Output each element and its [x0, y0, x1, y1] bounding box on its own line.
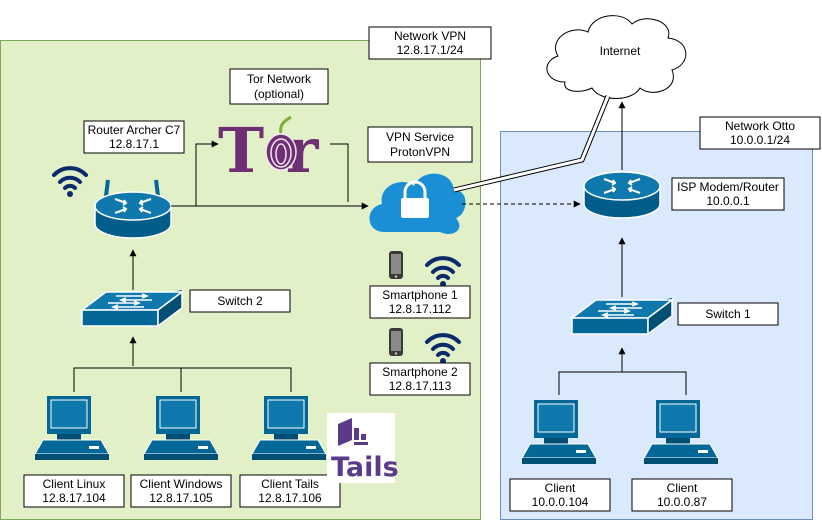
tails-icon: [338, 418, 368, 446]
client-tails-ip: 12.8.17.106: [258, 491, 322, 505]
client-otto-1-label: Client 10.0.0.104: [509, 478, 611, 512]
smartphone-2-name: Smartphone 2: [382, 365, 458, 379]
internet-label: Internet: [600, 44, 641, 58]
switch-2-label-box: Switch 2: [189, 289, 291, 313]
client-windows-label: Client Windows 12.8.17.105: [130, 474, 232, 508]
tails-logo-text: Tails: [331, 452, 399, 483]
vpn-service-label: VPN Service ProtonVPN: [367, 126, 473, 163]
tor-note: (optional): [254, 87, 304, 101]
otto-network-subnet: 10.0.0.1/24: [730, 133, 790, 147]
client-otto-1-name: Client: [545, 481, 576, 495]
vpn-tunnel-link: [453, 95, 611, 193]
vpn-service-line1: VPN Service: [386, 130, 454, 144]
client-otto-2-ip: 10.0.0.87: [657, 495, 707, 509]
client-linux-label: Client Linux 12.8.17.104: [23, 474, 125, 508]
client-otto-2-label: Client 10.0.0.87: [631, 478, 733, 512]
smartphone-2-label: Smartphone 2 12.8.17.113: [369, 362, 471, 396]
lock-icon: [401, 180, 429, 218]
client-otto-1-ip: 10.0.0.104: [532, 495, 589, 509]
otto-network-title: Network Otto: [725, 119, 795, 133]
router-archer-name: Router Archer C7: [88, 123, 181, 137]
internet-cloud-icon: Internet: [546, 15, 687, 99]
client-linux-ip: 12.8.17.104: [42, 491, 106, 505]
smartphone-1-label: Smartphone 1 12.8.17.112: [369, 285, 471, 319]
smartphone-1-icon: [389, 251, 403, 279]
client-tails-label: Client Tails 12.8.17.106: [239, 474, 341, 508]
isp-router-name: ISP Modem/Router: [677, 180, 779, 194]
client-windows-name: Client Windows: [140, 477, 223, 491]
smartphone-1-ip: 12.8.17.112: [389, 302, 452, 316]
vpn-service-line2: ProtonVPN: [390, 145, 450, 159]
vpn-network-subnet: 12.8.17.1/24: [397, 43, 464, 57]
vpn-network-label: Network VPN 12.8.17.1/24: [368, 26, 492, 60]
vpn-cloud-icon: [369, 173, 466, 235]
vpn-network-title: Network VPN: [394, 29, 466, 43]
router-archer-icon: [94, 179, 172, 239]
client-windows-ip: 12.8.17.105: [149, 491, 213, 505]
client-otto-2-name: Client: [667, 481, 698, 495]
client-linux-name: Client Linux: [43, 477, 106, 491]
switch-1-label: Switch 1: [705, 307, 751, 321]
onion-icon: [265, 115, 297, 171]
tails-logo: Tails: [327, 413, 399, 483]
tor-network-label: Tor Network (optional): [229, 68, 329, 105]
isp-router-icon: [583, 171, 661, 219]
tor-logo: T r: [218, 114, 320, 187]
otto-network-label: Network Otto 10.0.0.1/24: [699, 116, 821, 150]
smartphone-2-icon: [389, 328, 403, 356]
switch-1-label-box: Switch 1: [677, 302, 779, 326]
client-tails-name: Client Tails: [261, 477, 319, 491]
smartphone-1-name: Smartphone 1: [382, 288, 458, 302]
router-archer-label: Router Archer C7 12.8.17.1: [83, 120, 185, 154]
isp-router-ip: 10.0.0.1: [706, 194, 750, 208]
smartphone-2-ip: 12.8.17.113: [389, 379, 452, 393]
tor-title: Tor Network: [247, 72, 312, 86]
isp-router-label: ISP Modem/Router 10.0.0.1: [671, 177, 785, 211]
router-archer-ip: 12.8.17.1: [109, 137, 159, 151]
switch-2-label: Switch 2: [217, 294, 263, 308]
connector-lines: [73, 101, 687, 395]
